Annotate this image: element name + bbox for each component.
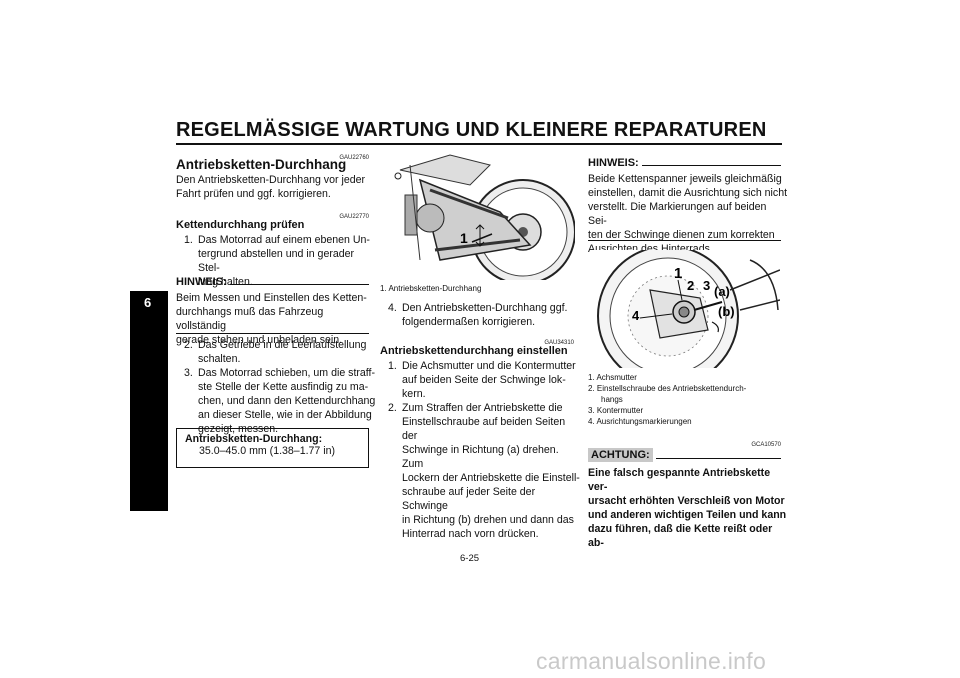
text-line: einstellen, damit die Ausrichtung sich n… <box>588 187 788 199</box>
note-text: Beim Messen und Einstellen des Ketten- d… <box>176 291 376 347</box>
step-list: 1. Das Motorrad auf einem ebenen Un- ter… <box>176 233 376 289</box>
step-number: 1. <box>184 234 193 246</box>
ref-code: GAU22770 <box>339 214 369 220</box>
caption-line: hangs <box>601 395 623 404</box>
adjuster-figure: 1 2 3 4 (a) (b) <box>590 250 780 368</box>
note-end-rule <box>176 333 369 334</box>
list-item: 2. Zum Straffen der Antriebskette die Ei… <box>380 401 580 541</box>
text-line: Beim Messen und Einstellen des Ketten- <box>176 292 367 304</box>
text-line: schalten. <box>198 353 241 365</box>
figure-callout-1: 1 <box>460 230 468 246</box>
text-line: Das Motorrad auf einem ebenen Un- <box>198 234 370 246</box>
text-line: kern. <box>402 388 426 400</box>
list-item: 3. Das Motorrad schieben, um die straff-… <box>176 366 376 436</box>
text-line: tergrund abstellen und in gerader Stel- <box>198 248 355 274</box>
list-item: 1. Das Motorrad auf einem ebenen Un- ter… <box>176 233 376 289</box>
text-line: gezeigt, messen. <box>198 423 279 435</box>
text-line: ste Stelle der Kette ausfindig zu ma- <box>198 381 369 393</box>
text-line: Fahrt prüfen und ggf. korrigieren. <box>176 188 331 200</box>
text-line: Eine falsch gespannte Antriebskette ver- <box>588 467 771 493</box>
chain-slack-figure: 1 <box>380 150 575 280</box>
text-line: Schwinge in Richtung (a) drehen. Zum <box>402 444 559 470</box>
caption-line: 1. Achsmutter <box>588 373 637 382</box>
figure-label-a: (a) <box>714 284 730 299</box>
ref-code: GAU34310 <box>544 340 574 346</box>
note-heading: HINWEIS: <box>176 276 369 288</box>
note-label: HINWEIS: <box>176 276 227 288</box>
caution-rule <box>655 458 781 459</box>
text-line: chen, und dann den Kettendurchhang <box>198 395 376 407</box>
note-heading: HINWEIS: <box>588 157 781 169</box>
text-line: gerade stehen und unbeladen sein. <box>176 334 343 346</box>
caution-label: ACHTUNG: <box>588 448 653 462</box>
text-line: Beide Kettenspanner jeweils gleichmäßig <box>588 173 782 185</box>
section-heading: Antriebsketten-Durchhang <box>176 157 347 172</box>
text-line: an dieser Stelle, wie in der Abbildung <box>198 409 372 421</box>
list-item: 4. Den Antriebsketten-Durchhang ggf. fol… <box>380 301 580 329</box>
caption-line: 3. Kontermutter <box>588 406 644 415</box>
step-list: 1. Die Achsmutter und die Kontermutter a… <box>380 359 580 541</box>
note-label: HINWEIS: <box>588 157 639 169</box>
caution-text: Eine falsch gespannte Antriebskette ver-… <box>588 466 788 550</box>
ref-code: GCA10570 <box>751 442 781 448</box>
text-line: Zum Straffen der Antriebskette die <box>402 402 563 414</box>
watermark: carmanualsonline.info <box>536 648 767 674</box>
step-number: 4. <box>388 302 397 314</box>
chapter-number: 6 <box>144 295 152 310</box>
text-line: in Richtung (b) drehen und dann das <box>402 514 574 526</box>
text-line: verstellt. Die Markierungen auf beiden S… <box>588 201 767 227</box>
text-line: und anderen wichtigen Teilen und kann <box>588 509 787 521</box>
text-line: folgendermaßen korrigieren. <box>402 316 536 328</box>
text-line: Den Antriebsketten-Durchhang ggf. <box>402 302 568 314</box>
spec-value: 35.0–45.0 mm (1.38–1.77 in) <box>199 445 336 457</box>
page-title: REGELMÄSSIGE WARTUNG UND KLEINERE REPARA… <box>176 119 767 141</box>
text-line: Hinterrad nach vorn drücken. <box>402 528 539 540</box>
text-line: Das Motorrad schieben, um die straff- <box>198 367 376 379</box>
text-line: auf beiden Seite der Schwinge lok- <box>402 374 566 386</box>
header-rule <box>176 143 782 145</box>
subheading: Kettendurchhang prüfen <box>176 219 305 231</box>
chapter-tab: 6 <box>130 291 168 511</box>
figure-label-4: 4 <box>632 308 640 323</box>
text-line: dazu führen, daß die Kette reißt oder ab… <box>588 523 773 549</box>
subheading: Antriebskettendurchhang einstellen <box>380 345 568 357</box>
text-line: durchhangs muß das Fahrzeug vollständig <box>176 306 324 332</box>
caption-line: 4. Ausrichtungsmarkierungen <box>588 417 692 426</box>
list-item: 2. Das Getriebe in die Leerlaufstellung … <box>176 338 376 366</box>
figure-label-3: 3 <box>703 278 710 293</box>
page-number: 6-25 <box>460 553 480 564</box>
text-line: Den Antriebsketten-Durchhang vor jeder <box>176 174 366 186</box>
list-item: 1. Die Achsmutter und die Kontermutter a… <box>380 359 580 401</box>
text-line: schraube auf jeder Seite der Schwinge <box>402 486 536 512</box>
figure-caption: 1. Antriebsketten-Durchhang <box>380 284 482 293</box>
step-number: 3. <box>184 367 193 379</box>
step-number: 2. <box>388 402 397 414</box>
step-number: 2. <box>184 339 193 351</box>
text-line: Das Getriebe in die Leerlaufstellung <box>198 339 367 351</box>
spec-box: Antriebsketten-Durchhang: 35.0–45.0 mm (… <box>176 428 369 468</box>
ref-code: GAU22760 <box>339 155 369 161</box>
caption-line: 2. Einstellschraube des Antriebskettendu… <box>588 384 747 393</box>
text-line: ursacht erhöhten Verschleiß von Motor <box>588 495 785 507</box>
note-text: Beide Kettenspanner jeweils gleichmäßig … <box>588 172 788 256</box>
step-list: 2. Das Getriebe in die Leerlaufstellung … <box>176 338 376 436</box>
step-number: 1. <box>388 360 397 372</box>
note-rule <box>641 165 781 166</box>
text-line: ten der Schwinge dienen zum korrekten <box>588 229 775 241</box>
figure-label-1: 1 <box>674 265 682 282</box>
note-end-rule <box>588 240 781 241</box>
figure-label-2: 2 <box>687 278 694 293</box>
figure-captions: 1. Achsmutter 2. Einstellschraube des An… <box>588 372 788 427</box>
note-rule <box>229 284 369 285</box>
spec-label: Antriebsketten-Durchhang: <box>185 433 323 445</box>
caution-heading: ACHTUNG: <box>588 448 781 462</box>
text-line: Lockern der Antriebskette die Einstell- <box>402 472 580 484</box>
intro-paragraph: Den Antriebsketten-Durchhang vor jeder F… <box>176 173 376 201</box>
figure-label-b: (b) <box>718 304 735 319</box>
text-line: Die Achsmutter und die Kontermutter <box>402 360 576 372</box>
text-line: Einstellschraube auf beiden Seiten der <box>402 416 566 442</box>
step-list: 4. Den Antriebsketten-Durchhang ggf. fol… <box>380 301 580 329</box>
text-line: lung halten. <box>198 276 253 288</box>
